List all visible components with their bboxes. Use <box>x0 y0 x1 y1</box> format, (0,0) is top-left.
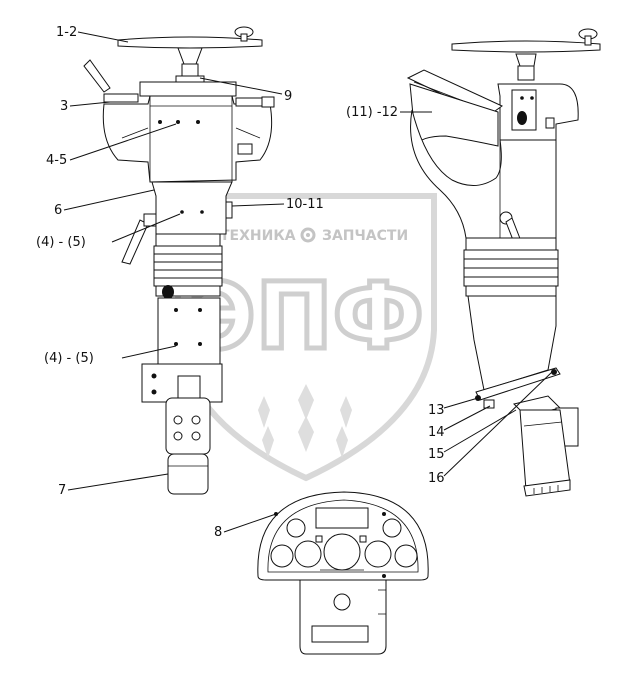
lower-bracket <box>157 297 221 365</box>
hydraulic-motor-side <box>513 395 579 497</box>
steering-column-side-view <box>406 28 601 497</box>
column-tube <box>151 181 233 235</box>
label-10-11: 10-11 <box>286 197 324 212</box>
steering-column-front-view <box>83 26 275 495</box>
panel-lower-body <box>299 579 387 655</box>
label-3: 3 <box>60 99 68 114</box>
upper-box <box>497 83 579 141</box>
label-15: 15 <box>428 447 445 462</box>
tilt-lever <box>83 59 111 93</box>
label-16: 16 <box>428 471 445 486</box>
wheat-icon <box>258 384 352 458</box>
watermark-letters: ЭПФ <box>188 263 424 370</box>
label-4-5: 4-5 <box>46 153 67 168</box>
steering-wheel-side <box>451 40 601 53</box>
hydraulic-motor <box>165 397 211 495</box>
watermark-text-right: ЗАПЧАСТИ <box>322 228 408 244</box>
label-9: 9 <box>284 89 292 104</box>
instrument-panel <box>257 491 429 655</box>
label-6: 6 <box>54 203 62 218</box>
bellows-side <box>463 237 559 297</box>
label-8: 8 <box>214 525 222 540</box>
label-1-2: 1-2 <box>56 25 77 40</box>
label-13: 13 <box>428 403 445 418</box>
upper-housing <box>102 95 273 183</box>
curved-column-tube <box>410 109 557 239</box>
black-plug <box>162 285 174 299</box>
label-11b-12: (11) -12 <box>346 105 398 120</box>
adjust-lever <box>121 219 149 265</box>
label-7: 7 <box>58 483 66 498</box>
watermark-text-left: ТЕХНИКА <box>220 228 296 244</box>
label-14: 14 <box>428 425 445 440</box>
steering-wheel <box>117 36 263 49</box>
label-4b-5b-top: (4) - (5) <box>36 235 86 250</box>
callouts: 1-2 3 4-5 6 (4) - (5) (4) - (5) 7 9 10-1… <box>36 25 553 540</box>
label-4b-5b-bottom: (4) - (5) <box>44 351 94 366</box>
gear-icon <box>300 227 316 243</box>
watermark: ТЕХНИКА ЗАПЧАСТИ ЭПФ <box>175 193 437 482</box>
bellows <box>153 233 223 297</box>
